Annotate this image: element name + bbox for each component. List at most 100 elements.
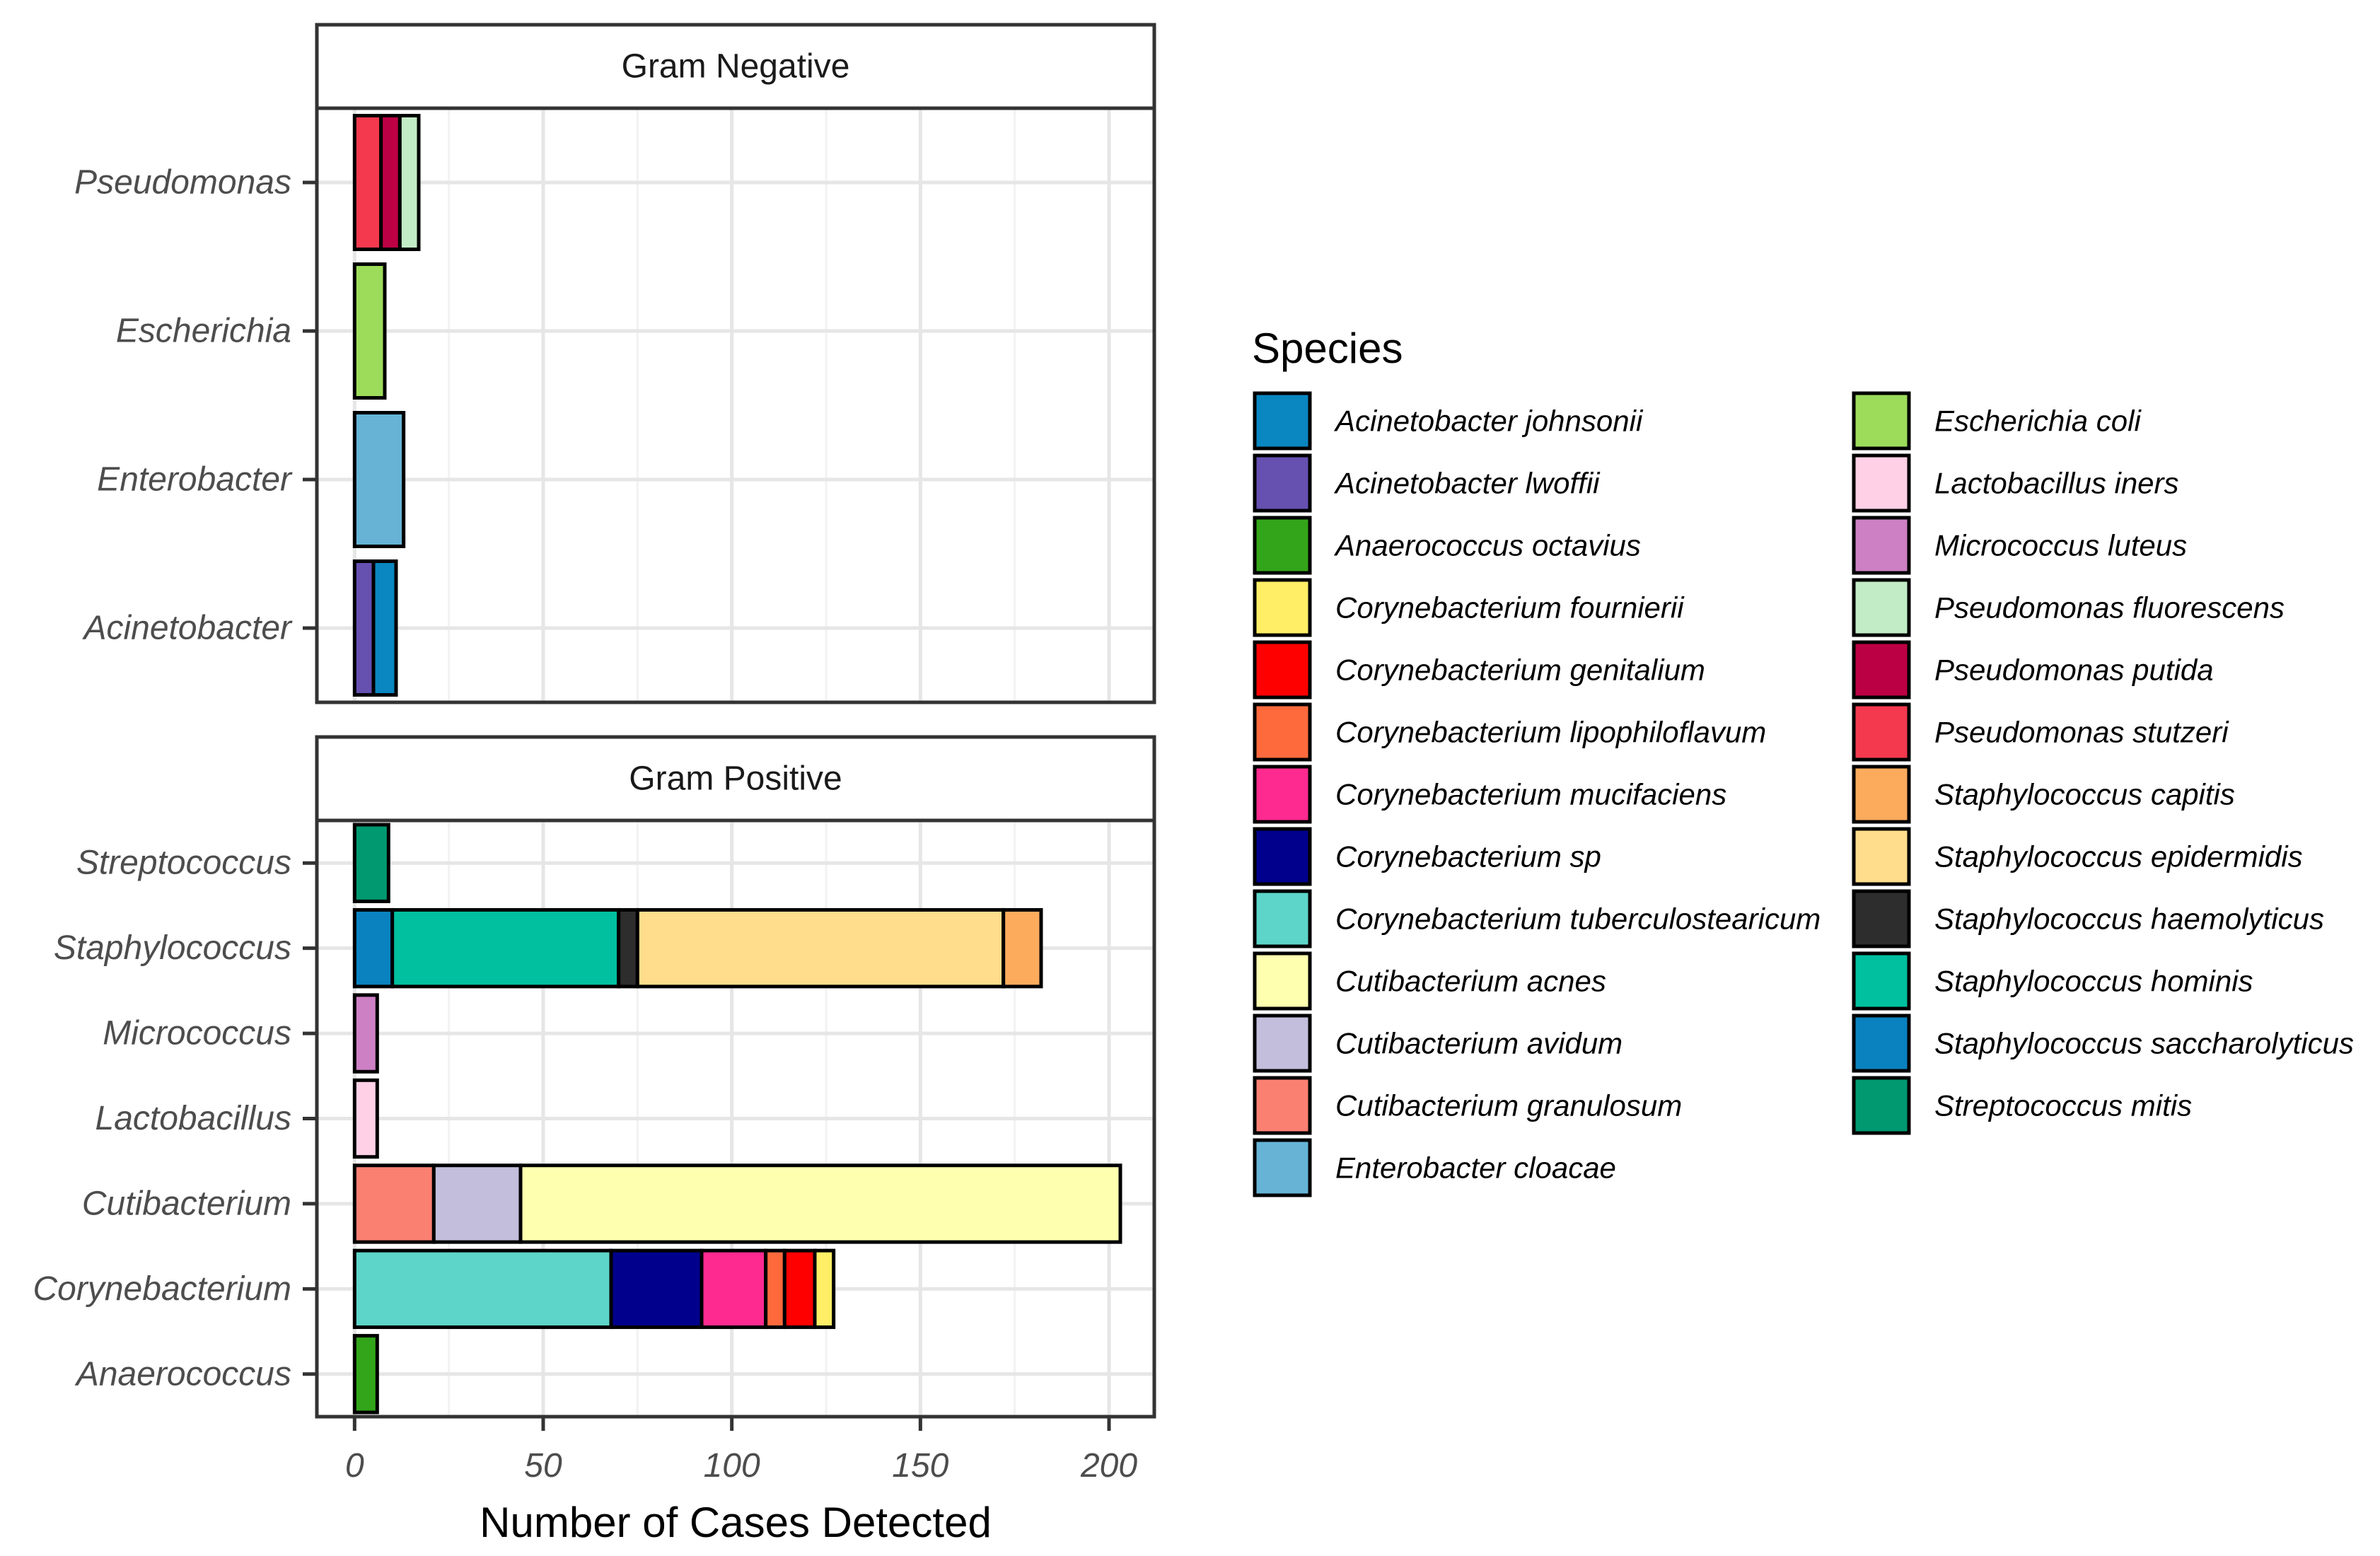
- legend-item-acinetobacter-lwoffii: Acinetobacter lwoffii: [1253, 453, 1601, 513]
- legend-label: Streptococcus mitis: [1934, 1089, 2192, 1122]
- facet-strip-label: Gram Positive: [629, 760, 842, 798]
- legend-item-corynebacterium-sp: Corynebacterium sp: [1253, 827, 1601, 886]
- bar-segment-cutibacterium-cutibacterium-granulosum: [352, 1163, 436, 1244]
- legend-label: Enterobacter cloacae: [1335, 1151, 1616, 1185]
- legend-item-cutibacterium-avidum: Cutibacterium avidum: [1253, 1014, 1623, 1073]
- panel-background: [317, 108, 1154, 702]
- y-tick-label-pseudomonas: Pseudomonas: [74, 164, 291, 202]
- bar-segment-acinetobacter-acinetobacter-johnsonii: [371, 559, 398, 697]
- legend-item-lactobacillus-iners: Lactobacillus iners: [1852, 453, 2179, 513]
- legend-key: [1852, 391, 1911, 451]
- bar-segment-micrococcus-micrococcus-luteus: [352, 993, 379, 1074]
- x-tick-label: 50: [524, 1447, 562, 1485]
- bar-segment-staphylococcus-staphylococcus-epidermidis: [635, 907, 1006, 989]
- legend-key: [1253, 827, 1312, 886]
- bar-segment-corynebacterium-corynebacterium-fournierii: [813, 1248, 836, 1330]
- y-tick-label-enterobacter: Enterobacter: [97, 461, 293, 499]
- bar-segment-staphylococcus-staphylococcus-saccharolyticus: [352, 907, 395, 989]
- bar-segment-enterobacter-enterobacter-cloacae: [352, 411, 406, 548]
- legend-item-pseudomonas-stutzeri: Pseudomonas stutzeri: [1852, 702, 2229, 762]
- bar-segment-corynebacterium-corynebacterium-mucifaciens: [700, 1248, 768, 1330]
- legend-item-acinetobacter-johnsonii: Acinetobacter johnsonii: [1253, 391, 1644, 451]
- legend-label: Acinetobacter johnsonii: [1333, 405, 1644, 438]
- legend-item-pseudomonas-fluorescens: Pseudomonas fluorescens: [1852, 578, 2285, 637]
- legend-label: Corynebacterium genitalium: [1335, 654, 1705, 687]
- facet-strip: [315, 23, 1156, 110]
- legend-label: Cutibacterium acnes: [1335, 965, 1606, 998]
- legend-key: [1852, 516, 1911, 575]
- legend-label: Corynebacterium sp: [1335, 840, 1601, 873]
- legend-item-pseudomonas-putida: Pseudomonas putida: [1852, 640, 2214, 699]
- y-tick-label-streptococcus: Streptococcus: [76, 844, 291, 882]
- bar-segment-anaerococcus-anaerococcus-octavius: [352, 1334, 379, 1415]
- bar-segment-pseudomonas-pseudomonas-stutzeri: [352, 114, 383, 251]
- legend-item-corynebacterium-fournierii: Corynebacterium fournierii: [1253, 578, 1685, 637]
- legend-label: Lactobacillus iners: [1934, 467, 2179, 500]
- legend-label: Staphylococcus hominis: [1934, 965, 2253, 998]
- legend-title: Species: [1252, 325, 1403, 372]
- legend-key: [1253, 1014, 1312, 1073]
- legend-key: [1253, 1138, 1312, 1197]
- legend-item-staphylococcus-capitis: Staphylococcus capitis: [1852, 765, 2235, 824]
- legend-label: Corynebacterium fournierii: [1335, 591, 1685, 625]
- legend-item-cutibacterium-acnes: Cutibacterium acnes: [1253, 951, 1606, 1011]
- legend-item-corynebacterium-genitalium: Corynebacterium genitalium: [1253, 640, 1705, 699]
- panel-border: [315, 106, 1156, 704]
- legend-label: Staphylococcus haemolyticus: [1934, 902, 2324, 936]
- legend-label: Corynebacterium mucifaciens: [1335, 778, 1726, 811]
- legend-key: [1253, 516, 1312, 575]
- bar-segment-corynebacterium-corynebacterium-tuberculostearicum: [352, 1248, 613, 1330]
- legend-label: Escherichia coli: [1934, 405, 2142, 438]
- legend-label: Corynebacterium tuberculostearicum: [1335, 902, 1821, 936]
- x-tick-label: 0: [345, 1447, 364, 1485]
- x-tick-label: 200: [1080, 1447, 1137, 1485]
- legend-key: [1253, 951, 1312, 1011]
- legend-key: [1253, 391, 1312, 451]
- bar-segment-corynebacterium-corynebacterium-genitalium: [782, 1248, 817, 1330]
- legend-key: [1253, 702, 1312, 762]
- legend-key: [1253, 889, 1312, 948]
- legend-key: [1253, 640, 1312, 699]
- legend-item-staphylococcus-saccharolyticus: Staphylococcus saccharolyticus: [1852, 1014, 2354, 1073]
- legend-key: [1852, 640, 1911, 699]
- legend-key: [1253, 765, 1312, 824]
- x-axis-title: Number of Cases Detected: [480, 1499, 992, 1546]
- bar-segment-pseudomonas-pseudomonas-fluorescens: [397, 114, 421, 251]
- legend-key: [1253, 453, 1312, 513]
- bar-segment-escherichia-escherichia-coli: [352, 262, 387, 400]
- legend-key: [1253, 1076, 1312, 1135]
- legend-item-staphylococcus-haemolyticus: Staphylococcus haemolyticus: [1852, 889, 2324, 948]
- legend-label: Staphylococcus capitis: [1934, 778, 2235, 811]
- legend-item-corynebacterium-lipophiloflavum: Corynebacterium lipophiloflavum: [1253, 702, 1766, 762]
- legend-key: [1852, 1014, 1911, 1073]
- facet-strip-label: Gram Negative: [622, 48, 850, 86]
- legend-key: [1852, 578, 1911, 637]
- legend-label: Corynebacterium lipophiloflavum: [1335, 716, 1766, 749]
- legend-key: [1852, 453, 1911, 513]
- x-tick-label: 150: [892, 1447, 948, 1485]
- x-tick-label: 100: [704, 1447, 760, 1485]
- legend-item-corynebacterium-mucifaciens: Corynebacterium mucifaciens: [1253, 765, 1726, 824]
- legend-key: [1852, 1076, 1911, 1135]
- legend-label: Acinetobacter lwoffii: [1333, 467, 1601, 500]
- legend-label: Cutibacterium granulosum: [1335, 1089, 1682, 1122]
- legend-key: [1852, 827, 1911, 886]
- legend-label: Cutibacterium avidum: [1335, 1027, 1623, 1060]
- y-tick-label-staphylococcus: Staphylococcus: [54, 929, 291, 967]
- legend-item-cutibacterium-granulosum: Cutibacterium granulosum: [1253, 1076, 1682, 1135]
- y-tick-label-acinetobacter: Acinetobacter: [81, 610, 293, 647]
- legend-label: Pseudomonas fluorescens: [1934, 591, 2285, 625]
- bar-segment-staphylococcus-staphylococcus-capitis: [1002, 907, 1043, 989]
- legend-item-anaerococcus-octavius: Anaerococcus octavius: [1253, 516, 1641, 575]
- legend-label: Pseudomonas stutzeri: [1934, 716, 2229, 749]
- legend-item-staphylococcus-epidermidis: Staphylococcus epidermidis: [1852, 827, 2303, 886]
- legend-item-corynebacterium-tuberculostearicum: Corynebacterium tuberculostearicum: [1253, 889, 1821, 948]
- y-tick-label-cutibacterium: Cutibacterium: [82, 1185, 291, 1222]
- y-tick-label-escherichia: Escherichia: [116, 313, 291, 350]
- legend-label: Staphylococcus epidermidis: [1934, 840, 2303, 873]
- legend-key: [1852, 702, 1911, 762]
- legend-item-staphylococcus-hominis: Staphylococcus hominis: [1852, 951, 2253, 1011]
